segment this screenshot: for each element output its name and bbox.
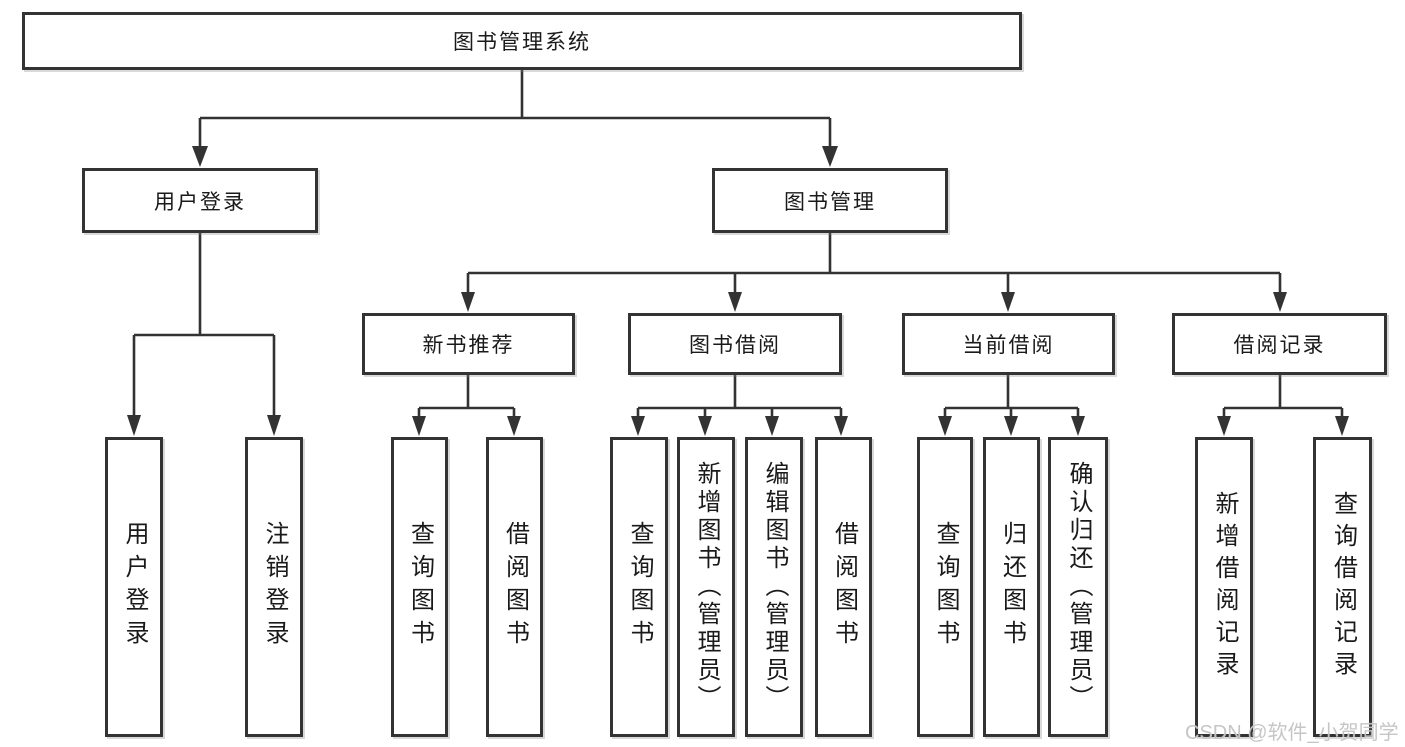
leaf-label: 归还图书 <box>998 521 1026 653</box>
leaf-label: 用户登录 <box>121 521 148 653</box>
leaf-user-login: 用户登录 <box>105 437 163 737</box>
leaf-query-books-2: 查询图书 <box>610 437 668 737</box>
leaf-label: 编辑图书（管理员） <box>761 461 788 713</box>
node-label: 借阅记录 <box>1233 334 1326 357</box>
leaf-query-borrow-record: 查询借阅记录 <box>1313 437 1372 737</box>
node-borrowing-records: 借阅记录 <box>1172 313 1387 375</box>
leaf-label: 查询图书 <box>406 521 434 653</box>
watermark-text: CSDN @软件_小贺同学 <box>1185 722 1399 744</box>
node-label: 图书管理 <box>784 190 876 214</box>
leaf-add-borrow-record: 新增借阅记录 <box>1195 437 1253 737</box>
node-user-login: 用户登录 <box>82 168 318 233</box>
leaf-label: 借阅图书 <box>830 521 858 653</box>
node-new-book-recommend: 新书推荐 <box>362 313 575 375</box>
leaf-label: 查询借阅记录 <box>1329 491 1357 683</box>
leaf-label: 查询图书 <box>626 521 653 653</box>
leaf-label: 借阅图书 <box>501 521 529 653</box>
leaf-edit-book-admin: 编辑图书（管理员） <box>745 437 803 737</box>
leaf-label: 新增图书（管理员） <box>693 461 720 713</box>
leaf-logout: 注销登录 <box>245 437 303 737</box>
leaf-borrow-books-1: 借阅图书 <box>486 437 543 737</box>
leaf-confirm-return-admin: 确认归还（管理员） <box>1048 437 1108 737</box>
node-current-borrowing: 当前借阅 <box>902 313 1115 375</box>
node-label: 用户登录 <box>154 190 246 214</box>
leaf-query-books-3: 查询图书 <box>917 437 973 737</box>
node-book-borrowing: 图书借阅 <box>628 313 842 375</box>
leaf-label: 确认归还（管理员） <box>1065 461 1092 713</box>
node-book-management: 图书管理 <box>712 168 948 233</box>
leaf-add-book-admin: 新增图书（管理员） <box>677 437 735 737</box>
leaf-query-books-1: 查询图书 <box>391 437 448 737</box>
leaf-return-book: 归还图书 <box>983 437 1040 737</box>
node-library-management-system: 图书管理系统 <box>22 12 1022 70</box>
node-label: 图书借阅 <box>689 334 781 357</box>
leaf-label: 新增借阅记录 <box>1211 491 1238 683</box>
node-label: 新书推荐 <box>422 334 515 357</box>
node-label: 当前借阅 <box>962 334 1055 357</box>
node-label: 图书管理系统 <box>453 31 591 54</box>
leaf-label: 查询图书 <box>932 521 959 653</box>
leaf-label: 注销登录 <box>261 521 288 653</box>
leaf-borrow-books-2: 借阅图书 <box>815 437 872 737</box>
